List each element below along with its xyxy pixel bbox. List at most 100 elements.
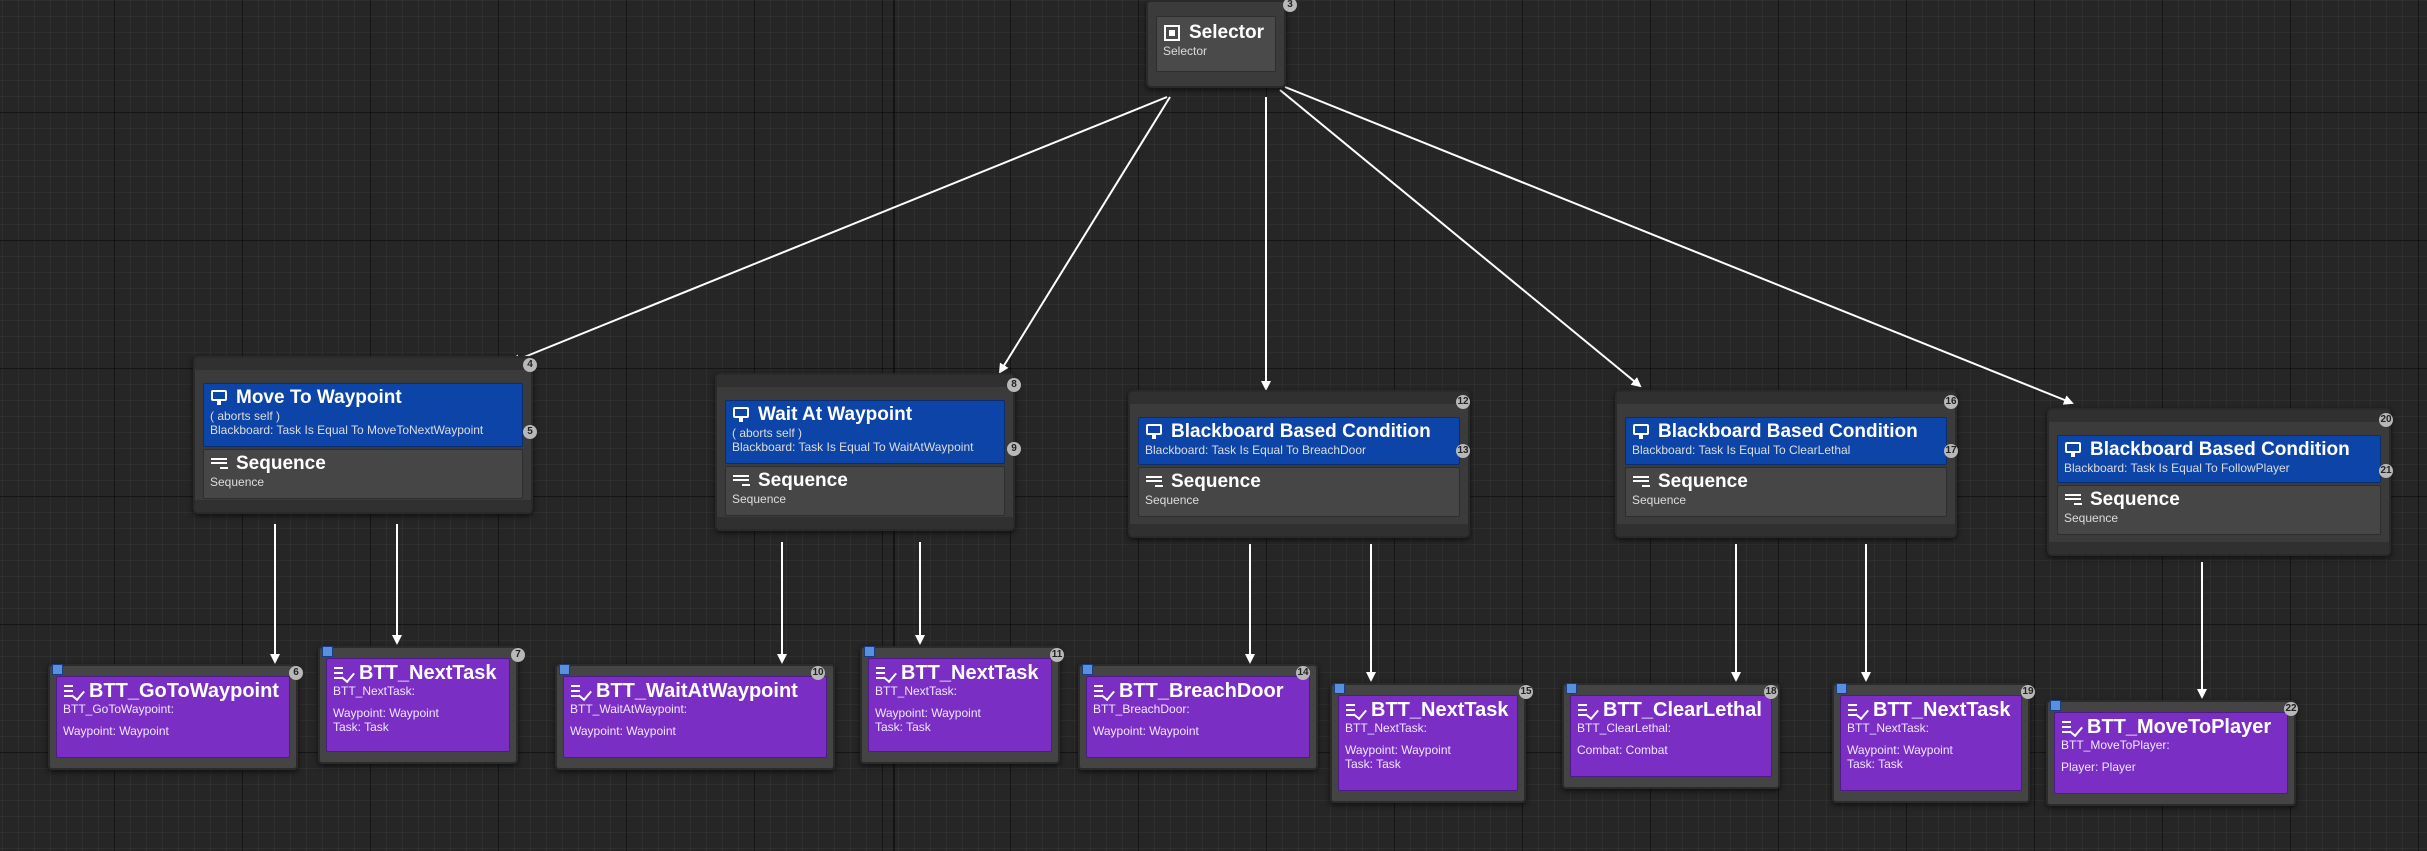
task-go-to-waypoint[interactable]: BTT_GoToWaypoint BTT_GoToWaypoint: Waypo… [48,664,303,770]
composite-clear-lethal[interactable]: Blackboard Based Condition Blackboard: T… [1615,390,1958,538]
decorator-title: Blackboard Based Condition [1658,421,1918,442]
composite-move-to-waypoint[interactable]: Move To Waypoint ( aborts self ) Blackbo… [193,356,537,514]
task-icon [570,682,592,702]
decorator-breach-door[interactable]: Blackboard Based Condition Blackboard: T… [1138,417,1460,465]
execution-order-badge: 4 [523,358,537,372]
task-subtitle: BTT_NextTask: [875,684,958,698]
decorator-order-badge: 21 [2379,464,2393,478]
sequence-title: Sequence [2090,489,2180,510]
composite-breach-door[interactable]: Blackboard Based Condition Blackboard: T… [1128,390,1470,538]
decorator-order-badge: 9 [1007,442,1021,456]
task-breach-door[interactable]: BTT_BreachDoor BTT_BreachDoor: Waypoint:… [1078,664,1318,770]
execution-order-badge: 12 [1456,395,1470,409]
task-param: Waypoint: Waypoint [1847,743,1953,757]
task-title: BTT_NextTask [901,662,1039,684]
task-param: Combat: Combat [1577,743,1668,757]
task-icon [333,664,355,684]
decorator-move-to-waypoint[interactable]: Move To Waypoint ( aborts self ) Blackbo… [203,383,523,447]
sequence-breach-door[interactable]: Sequence Sequence [1138,467,1460,517]
task-icon [1093,682,1115,702]
task-marker-icon [52,664,63,675]
decorator-order-badge: 13 [1456,444,1470,458]
sequence-clear-lethal[interactable]: Sequence Sequence [1625,467,1947,517]
sequence-wait-at-waypoint[interactable]: Sequence Sequence [725,466,1005,516]
task-marker-icon [2050,700,2061,711]
task-clear-lethal[interactable]: BTT_ClearLethal BTT_ClearLethal: Combat:… [1562,683,1780,789]
monitor-icon [1145,423,1165,441]
decorator-aborts: ( aborts self ) [210,409,281,423]
composite-wait-at-waypoint[interactable]: Wait At Waypoint ( aborts self ) Blackbo… [715,373,1021,531]
task-title: BTT_NextTask [1873,699,2011,721]
task-param: Waypoint: Waypoint [333,706,439,720]
decorator-condition: Blackboard: Task Is Equal To ClearLethal [1632,443,1851,457]
sequence-move-to-waypoint[interactable]: Sequence Sequence [203,449,523,499]
decorator-wait-at-waypoint[interactable]: Wait At Waypoint ( aborts self ) Blackbo… [725,400,1005,464]
execution-order-badge: 15 [1519,685,1533,699]
wire-root-to-c5 [1284,86,2074,405]
task-param: Waypoint: Waypoint [1093,724,1199,738]
decorator-follow-player[interactable]: Blackboard Based Condition Blackboard: T… [2057,435,2381,483]
task-marker-icon [559,664,570,675]
execution-order-badge: 19 [2021,685,2035,699]
task-param: Waypoint: Waypoint [570,724,676,738]
task-next-task-4[interactable]: BTT_NextTask BTT_NextTask: Waypoint: Way… [1832,683,2035,803]
sequence-subtitle: Sequence [1145,493,1200,507]
task-subtitle: BTT_WaitAtWaypoint: [570,702,688,716]
sequence-icon [1145,473,1165,491]
sequence-icon [210,455,230,473]
decorator-aborts: ( aborts self ) [732,426,803,440]
task-next-task-1[interactable]: BTT_NextTask BTT_NextTask: Waypoint: Way… [318,646,525,764]
execution-order-badge: 10 [811,666,825,680]
task-title: BTT_WaitAtWaypoint [596,680,798,702]
task-subtitle: BTT_NextTask: [333,684,416,698]
task-marker-icon [1334,683,1345,694]
task-subtitle: BTT_MoveToPlayer: [2061,738,2170,752]
decorator-condition: Blackboard: Task Is Equal To MoveToNextW… [210,423,484,437]
execution-order-badge: 22 [2284,702,2298,716]
task-marker-icon [322,646,333,657]
task-marker-icon [1566,683,1577,694]
execution-order-badge: 3 [1283,0,1297,12]
sequence-icon [732,472,752,490]
sequence-subtitle: Sequence [2064,511,2119,525]
composite-follow-player[interactable]: Blackboard Based Condition Blackboard: T… [2047,408,2393,556]
selector-subtitle: Selector [1163,44,1208,58]
decorator-title: Blackboard Based Condition [2090,439,2350,460]
wire-root-to-c4 [1279,89,1642,388]
sequence-title: Sequence [1171,471,1261,492]
decorator-clear-lethal[interactable]: Blackboard Based Condition Blackboard: T… [1625,417,1947,465]
execution-order-badge: 11 [1050,648,1064,662]
task-subtitle: BTT_BreachDoor: [1093,702,1190,716]
task-move-to-player[interactable]: BTT_MoveToPlayer BTT_MoveToPlayer: Playe… [2046,700,2298,806]
task-next-task-2[interactable]: BTT_NextTask BTT_NextTask: Waypoint: Way… [860,646,1064,764]
sequence-subtitle: Sequence [732,492,787,506]
sequence-follow-player[interactable]: Sequence Sequence [2057,485,2381,535]
task-icon [1345,701,1367,721]
task-icon [875,664,897,684]
wire-root-to-c1 [510,96,1168,364]
task-marker-icon [1836,683,1847,694]
decorator-title: Blackboard Based Condition [1171,421,1431,442]
task-title: BTT_NextTask [359,662,497,684]
task-param: Task: Task [1345,757,1401,771]
execution-order-badge: 7 [511,648,525,662]
monitor-icon [210,389,230,407]
task-title: BTT_GoToWaypoint [89,680,279,702]
task-param: Task: Task [875,720,931,734]
wire-root-to-c2 [998,96,1171,374]
selector-title: Selector [1189,22,1264,43]
execution-order-badge: 18 [1764,685,1778,699]
task-next-task-3[interactable]: BTT_NextTask BTT_NextTask: Waypoint: Way… [1330,683,1533,803]
decorator-order-badge: 5 [523,425,537,439]
execution-order-badge: 20 [2379,413,2393,427]
task-title: BTT_MoveToPlayer [2087,716,2272,738]
task-title: BTT_BreachDoor [1119,680,1284,702]
task-subtitle: BTT_ClearLethal: [1577,721,1672,735]
selector-node[interactable]: Selector Selector 3 [1146,0,1297,88]
sequence-title: Sequence [236,453,326,474]
task-subtitle: BTT_NextTask: [1847,721,1930,735]
task-wait-at-waypoint[interactable]: BTT_WaitAtWaypoint BTT_WaitAtWaypoint: W… [555,664,835,770]
task-param: Task: Task [1847,757,1903,771]
decorator-order-badge: 17 [1944,444,1958,458]
